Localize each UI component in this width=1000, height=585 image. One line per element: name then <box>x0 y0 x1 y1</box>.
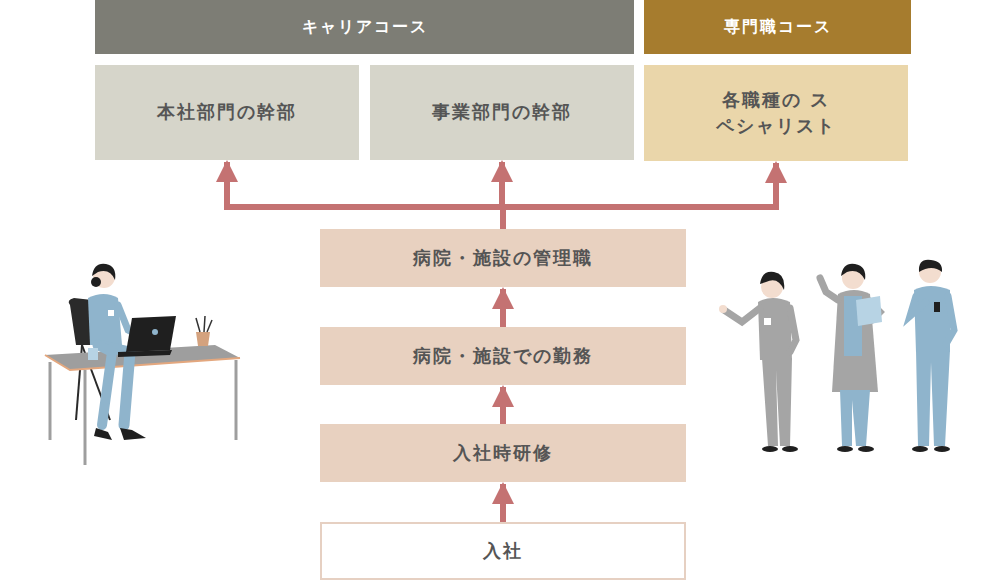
node-label: 病院・施設の管理職 <box>413 245 593 271</box>
flow-arrow <box>503 163 776 229</box>
step-box: 病院・施設の管理職 <box>320 229 686 287</box>
position-box: 本社部門の幹部 <box>95 65 359 160</box>
step-box: 入社 <box>320 522 686 580</box>
step-box: 病院・施設での勤務 <box>320 327 686 385</box>
flow-arrow <box>500 387 506 424</box>
position-box: 各職種の スペシャリスト <box>644 65 908 161</box>
course-header: キャリアコース <box>95 0 634 54</box>
medical-staff-illustration <box>719 260 954 452</box>
course-header: 専門職コース <box>644 0 911 54</box>
node-label: 入社 <box>483 538 523 564</box>
position-box: 事業部門の幹部 <box>370 65 634 160</box>
node-label: 入社時研修 <box>453 440 553 466</box>
node-label: 事業部門の幹部 <box>432 99 572 125</box>
node-label: 本社部門の幹部 <box>157 99 297 125</box>
flow-arrow <box>500 289 506 327</box>
flow-arrow <box>227 162 503 229</box>
flow-arrow <box>500 484 506 522</box>
step-box: 入社時研修 <box>320 424 686 482</box>
office-worker-illustration <box>45 264 240 465</box>
node-label: 専門職コース <box>724 15 832 38</box>
node-label: 各職種の スペシャリスト <box>713 87 839 139</box>
node-label: キャリアコース <box>302 15 428 38</box>
node-label: 病院・施設での勤務 <box>413 343 593 369</box>
